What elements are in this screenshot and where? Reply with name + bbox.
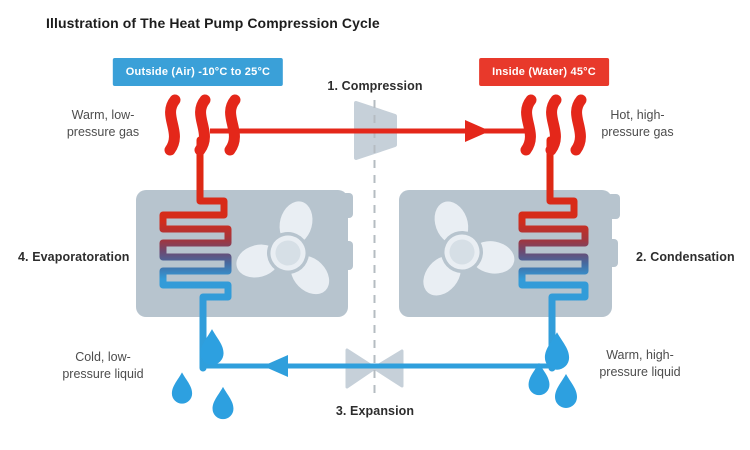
state-line: pressure gas (66, 125, 140, 139)
heat-waves-right-icon (526, 100, 581, 150)
heat-waves-left-icon (170, 100, 235, 150)
evaporator-unit (136, 188, 354, 317)
state-line: pressure liquid (599, 365, 681, 379)
cold-low-pressure-liquid-label: Cold, low- pressure liquid (28, 349, 178, 383)
condenser-coil (518, 136, 589, 372)
warm-high-pressure-liquid-label: Warm, high- pressure liquid (575, 347, 705, 381)
outside-air-badge: Outside (Air) -10°C to 25°C (112, 58, 284, 86)
step-condensation-label: 2. Condensation (636, 250, 735, 264)
liquid-arrow-left-icon (263, 355, 288, 377)
state-line: Warm, high- (606, 348, 674, 362)
state-line: Cold, low- (75, 350, 131, 364)
page-title: Illustration of The Heat Pump Compressio… (46, 15, 380, 31)
state-line: Warm, low- (71, 108, 135, 122)
hot-gas-arrow-right-icon (465, 120, 490, 142)
warm-low-pressure-gas-label: Warm, low- pressure gas (33, 107, 173, 141)
state-line: pressure gas (601, 125, 674, 139)
step-evaporation-label: 4. Evaporatoration (18, 250, 130, 264)
hot-high-pressure-gas-label: Hot, high- pressure gas (575, 107, 700, 141)
step-compression-label: 1. Compression (327, 79, 423, 93)
step-expansion-label: 3. Expansion (335, 404, 415, 418)
inside-water-badge: Inside (Water) 45°C (479, 58, 609, 86)
state-line: pressure liquid (62, 367, 144, 381)
evaporator-coil (159, 136, 232, 372)
state-line: Hot, high- (610, 108, 665, 122)
